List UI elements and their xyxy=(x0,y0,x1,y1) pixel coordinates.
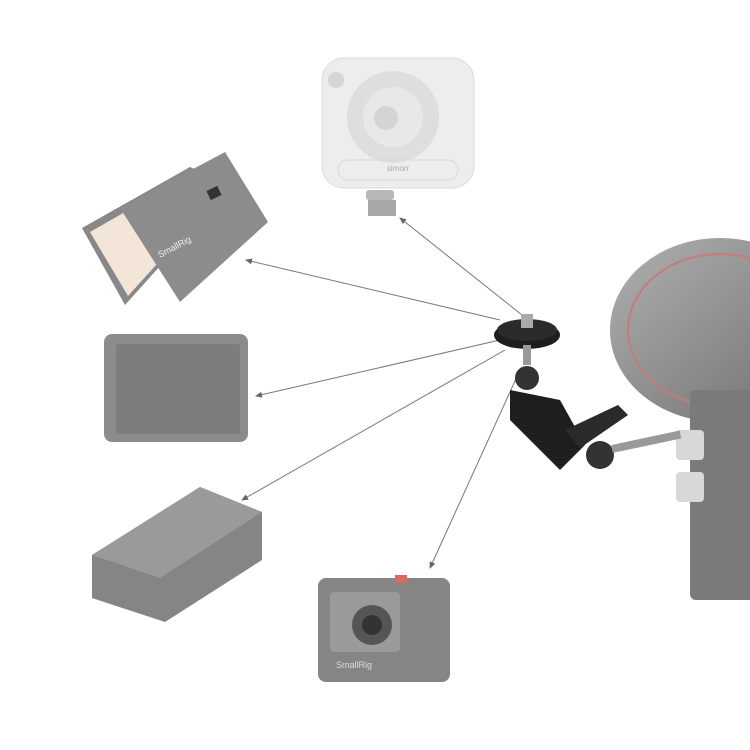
svg-text:simorr: simorr xyxy=(387,164,410,173)
led-panel: SmallRig xyxy=(82,152,268,305)
magic-arm-mount xyxy=(494,314,682,470)
monitor xyxy=(104,334,248,442)
camera-rig xyxy=(610,238,750,600)
battery-plate xyxy=(92,487,262,622)
video-light-top: simorr xyxy=(321,57,475,216)
compatibility-arrows xyxy=(241,217,523,569)
action-camera-cage: SmallRig xyxy=(318,575,450,682)
svg-text:SmallRig: SmallRig xyxy=(336,660,372,670)
